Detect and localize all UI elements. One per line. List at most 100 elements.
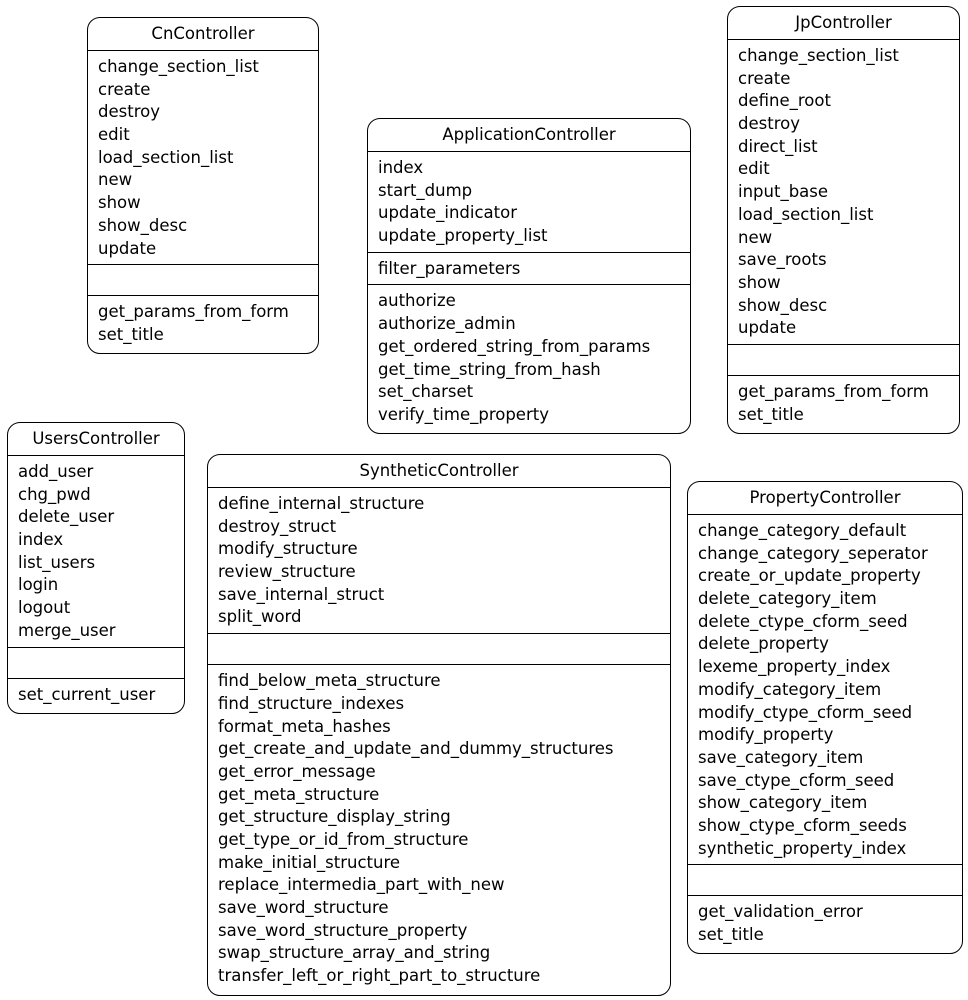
member-item: modify_structure bbox=[218, 539, 358, 559]
member-item: update bbox=[98, 238, 157, 258]
attributes-section bbox=[208, 633, 670, 664]
class-box-synthetic-controller: SyntheticController define_internal_stru… bbox=[207, 454, 671, 996]
member-item: find_below_meta_structure bbox=[218, 671, 441, 691]
member-item: create_or_update_property bbox=[698, 566, 921, 586]
member-item: get_ordered_string_from_params bbox=[378, 336, 651, 356]
member-item: set_title bbox=[698, 925, 764, 944]
member-item: change_category_seperator bbox=[698, 543, 928, 563]
member-item: update_property_list bbox=[378, 226, 548, 246]
member-item: chg_pwd bbox=[18, 484, 91, 504]
attributes-section bbox=[88, 264, 318, 295]
member-item: split_word bbox=[218, 607, 302, 627]
member-item: destroy_struct bbox=[218, 516, 337, 536]
member-item: logout bbox=[18, 598, 71, 618]
member-item: show_desc bbox=[738, 295, 828, 315]
class-title: ApplicationController bbox=[368, 119, 690, 152]
member-item: update_indicator bbox=[378, 203, 518, 223]
member-item: create bbox=[98, 79, 151, 99]
class-title: SyntheticController bbox=[208, 455, 670, 488]
member-item: define_internal_structure bbox=[218, 494, 425, 513]
member-item: destroy bbox=[738, 114, 800, 134]
member-item: get_structure_display_string bbox=[218, 807, 451, 827]
member-item: direct_list bbox=[738, 136, 818, 156]
member-item: verify_time_property bbox=[378, 404, 549, 424]
member-item: define_root bbox=[738, 91, 831, 111]
attributes-section: filter_parameters bbox=[368, 251, 690, 285]
member-item: create bbox=[738, 68, 791, 88]
member-item: destroy bbox=[98, 102, 160, 122]
member-item: save_internal_struct bbox=[218, 584, 385, 604]
member-item: find_structure_indexes bbox=[218, 693, 405, 713]
member-item: transfer_left_or_right_part_to_structure bbox=[218, 966, 541, 986]
methods-section: index start_dump update_indicator update_pr… bbox=[368, 152, 690, 252]
member-item: change_section_list bbox=[98, 57, 259, 76]
member-item: save_category_item bbox=[698, 747, 864, 767]
class-box-users-controller: UsersController add_user chg_pwd delete_us… bbox=[7, 422, 185, 714]
member-item: edit bbox=[738, 159, 770, 179]
member-item: index bbox=[378, 158, 424, 177]
class-title: PropertyController bbox=[688, 482, 962, 515]
member-item: input_base bbox=[738, 182, 829, 202]
class-box-property-controller: PropertyController change_category_defau… bbox=[687, 481, 963, 954]
member-item: load_section_list bbox=[738, 204, 874, 224]
member-item: delete_ctype_cform_seed bbox=[698, 611, 908, 631]
member-item: save_word_structure_property bbox=[218, 920, 468, 940]
member-item: get_meta_structure bbox=[218, 784, 380, 804]
member-item: format_meta_hashes bbox=[218, 716, 391, 736]
member-item: authorize bbox=[378, 291, 456, 311]
member-item: get_error_message bbox=[218, 761, 376, 781]
member-item: start_dump bbox=[378, 180, 473, 200]
member-item: get_time_string_from_hash bbox=[378, 359, 601, 379]
member-item: delete_user bbox=[18, 507, 115, 527]
member-item: get_create_and_update_and_dummy_structur… bbox=[218, 739, 614, 759]
member-item: replace_intermedia_part_with_new bbox=[218, 875, 505, 895]
member-item: save_word_structure bbox=[218, 898, 389, 917]
member-item: review_structure bbox=[218, 562, 356, 582]
member-item: modify_property bbox=[698, 725, 834, 745]
member-item: filter_parameters bbox=[378, 258, 521, 278]
member-item: get_type_or_id_from_structure bbox=[218, 829, 469, 849]
member-item: authorize_admin bbox=[378, 314, 516, 334]
member-item: lexeme_property_index bbox=[698, 657, 891, 677]
member-item: list_users bbox=[18, 552, 96, 572]
member-item: new bbox=[738, 227, 773, 247]
member-item: make_initial_structure bbox=[218, 852, 401, 872]
member-item: show_category_item bbox=[698, 793, 868, 813]
member-item: show bbox=[738, 272, 781, 292]
member-item: change_section_list bbox=[738, 46, 899, 65]
attributes-section bbox=[728, 343, 959, 375]
member-item: set_charset bbox=[378, 382, 474, 402]
member-item: show_desc bbox=[98, 215, 188, 235]
member-item: delete_property bbox=[698, 634, 829, 654]
class-title: JpController bbox=[728, 7, 959, 40]
member-item: swap_structure_array_and_string bbox=[218, 943, 491, 963]
class-title: UsersController bbox=[8, 423, 184, 456]
member-item: delete_category_item bbox=[698, 589, 877, 609]
member-item: get_params_from_form bbox=[738, 381, 929, 401]
member-item: add_user bbox=[18, 462, 94, 481]
member-item: load_section_list bbox=[98, 147, 234, 167]
member-item: set_title bbox=[98, 324, 164, 344]
member-item: save_roots bbox=[738, 250, 827, 270]
member-item: change_category_default bbox=[698, 521, 907, 540]
member-item: set_current_user bbox=[18, 684, 156, 704]
member-item: merge_user bbox=[18, 620, 116, 640]
member-item: modify_ctype_cform_seed bbox=[698, 702, 913, 722]
methods-section: change_category_default change_category_s… bbox=[688, 515, 962, 864]
attributes-section bbox=[688, 864, 962, 895]
member-item: get_params_from_form bbox=[98, 302, 289, 322]
private-methods-section: get_params_from_form set_title bbox=[728, 374, 959, 430]
member-item: set_title bbox=[738, 404, 804, 424]
member-item: edit bbox=[98, 125, 130, 145]
